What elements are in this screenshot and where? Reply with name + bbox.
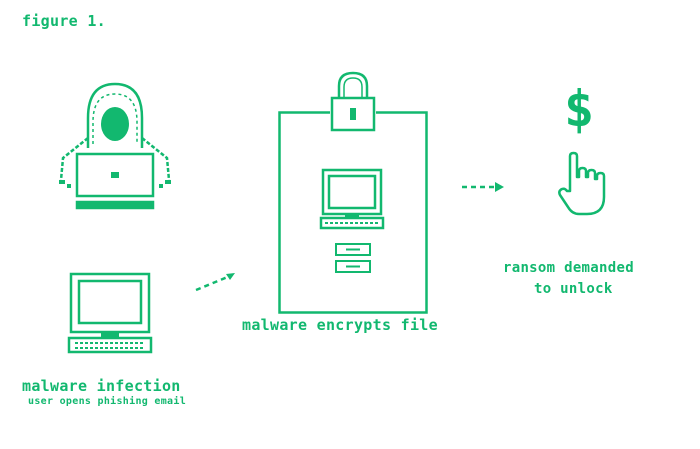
figure-label: figure 1. xyxy=(22,12,106,30)
computer-icon xyxy=(67,272,153,354)
ransom-sublabel: to unlock xyxy=(534,281,613,297)
dollar-icon: $ xyxy=(564,80,595,138)
file-icon xyxy=(278,111,428,314)
pointing-hand-icon xyxy=(558,151,606,216)
infection-sublabel: user opens phishing email xyxy=(28,396,187,407)
hacker-icon xyxy=(59,82,171,210)
lock-icon xyxy=(330,71,376,132)
ransom-label: ransom demanded xyxy=(503,260,634,276)
encryption-label: malware encrypts file xyxy=(242,316,438,334)
arrow-icon xyxy=(462,182,504,192)
file-icon xyxy=(335,243,371,273)
infection-label: malware infection xyxy=(22,377,181,395)
arrow-icon xyxy=(195,273,235,292)
computer-icon xyxy=(319,168,385,230)
